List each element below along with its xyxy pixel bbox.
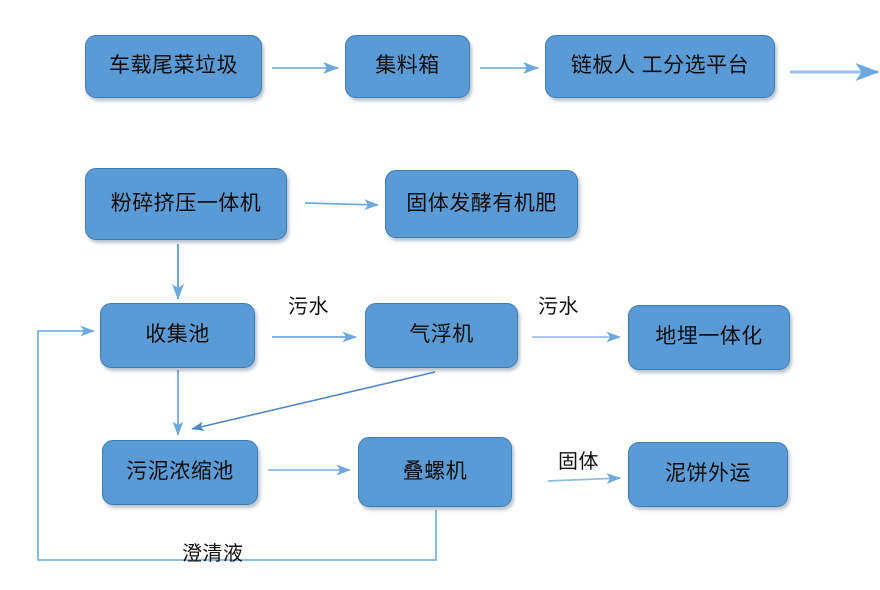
node-label: 污泥浓缩池 (126, 460, 234, 484)
node-sludge-thickening-tank[interactable]: 污泥浓缩池 (102, 440, 258, 505)
edge-label-text: 污水 (538, 296, 579, 318)
node-crushing-pressing-machine[interactable]: 粉碎挤压一体机 (85, 168, 287, 240)
node-label: 气浮机 (409, 323, 474, 347)
edge-label-wastewater-1: 污水 (288, 290, 329, 319)
node-collection-pool[interactable]: 收集池 (100, 303, 255, 368)
node-label: 车载尾菜垃圾 (109, 54, 238, 78)
edge-label-text: 固体 (558, 451, 599, 473)
node-mud-cake-transport[interactable]: 泥饼外运 (628, 442, 788, 507)
edge-connector-e4 (304, 199, 379, 211)
node-label: 地埋一体化 (655, 325, 763, 349)
node-label: 集料箱 (375, 54, 440, 78)
node-collection-box[interactable]: 集料箱 (345, 35, 470, 98)
edge-connector-e12 (37, 325, 437, 561)
node-vehicle-vegetable-waste[interactable]: 车载尾菜垃圾 (85, 35, 262, 98)
edge-label-wastewater-2: 污水 (538, 290, 579, 319)
edge-label-text: 澄清液 (182, 543, 244, 565)
edge-label-solid: 固体 (558, 445, 599, 474)
node-buried-integrated-unit[interactable]: 地埋一体化 (628, 305, 790, 370)
edge-label-text: 污水 (288, 296, 329, 318)
node-chain-plate-manual-sorting-platform[interactable]: 链板人 工分选平台 (545, 35, 775, 98)
node-label: 收集池 (145, 323, 210, 347)
edge-label-clarified-liquid: 澄清液 (182, 537, 244, 566)
node-label: 固体发酵有机肥 (406, 191, 557, 215)
node-solid-fermentation-organic-fertilizer[interactable]: 固体发酵有机肥 (385, 170, 578, 238)
node-label: 泥饼外运 (665, 462, 751, 486)
node-label: 叠螺机 (402, 459, 468, 483)
edge-connector-e11 (547, 473, 621, 484)
node-screw-press[interactable]: 叠螺机 (358, 437, 512, 507)
node-label: 链板人 工分选平台 (570, 54, 750, 78)
node-label: 粉碎挤压一体机 (110, 191, 262, 215)
node-air-flotation-machine[interactable]: 气浮机 (365, 303, 518, 368)
edge-connector-e9 (191, 371, 436, 431)
